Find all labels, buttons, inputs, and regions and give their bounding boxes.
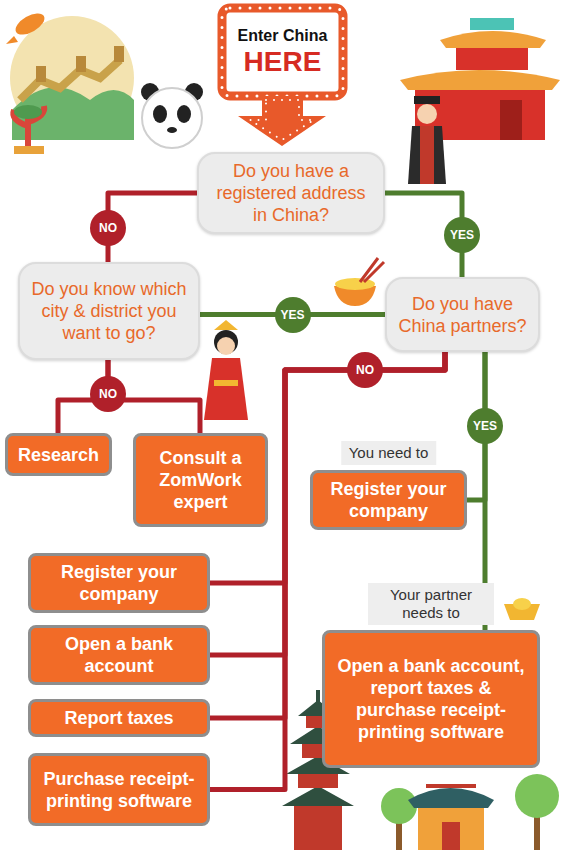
- temple-roof: [440, 31, 546, 48]
- edge-label-badge: NO: [347, 352, 383, 388]
- noodles: [335, 278, 375, 290]
- crown: [214, 320, 238, 330]
- process-box: Register your company: [28, 553, 210, 613]
- panda-eye: [153, 105, 167, 123]
- panda-head: [142, 88, 202, 148]
- process-box: Consult a ZomWork expert: [133, 433, 268, 527]
- sign-frame: [222, 8, 343, 96]
- step-text: Register your company: [321, 478, 456, 522]
- pagoda-base: [294, 806, 342, 850]
- hat: [414, 96, 440, 104]
- decision-box: Do you have China partners?: [385, 277, 540, 352]
- step-heading: You need to: [341, 441, 437, 465]
- great-wall: [20, 60, 120, 100]
- koi-fish: [12, 9, 48, 39]
- decision-box: Do you know which city & district you wa…: [18, 262, 200, 360]
- step-text: Register your company: [39, 561, 199, 605]
- tree: [515, 774, 559, 818]
- sign-text: HERE: [244, 46, 322, 78]
- process-box: You need toRegister your company: [310, 470, 467, 530]
- step-text: Consult a ZomWork expert: [144, 447, 257, 513]
- wall-tower: [36, 66, 46, 82]
- process-box: Open a bank account: [28, 625, 210, 685]
- wall-tower: [114, 46, 124, 62]
- temple-wall: [456, 48, 528, 70]
- question-text: Do you know which city & district you wa…: [30, 278, 188, 344]
- decision-box: Do you have a registered address in Chin…: [197, 152, 385, 234]
- chopsticks: [360, 258, 384, 282]
- edge-label-badge: YES: [275, 297, 311, 333]
- step-text: Purchase receipt-printing software: [39, 768, 199, 812]
- temple-top: [470, 18, 514, 30]
- pagoda-tier: [298, 774, 338, 788]
- step-text: Research: [18, 444, 99, 466]
- sign-text: Enter China: [238, 26, 328, 46]
- edge-label-badge: YES: [467, 408, 503, 444]
- step-text: Report taxes: [64, 707, 173, 729]
- bonsai-pot: [14, 146, 44, 154]
- face: [217, 337, 235, 355]
- ingot-top: [513, 598, 531, 610]
- hair: [214, 330, 238, 354]
- bonsai: [13, 106, 44, 148]
- robe-band: [420, 126, 434, 184]
- edge-label-badge: NO: [90, 210, 126, 246]
- panda-nose: [167, 127, 177, 133]
- wall-tower: [76, 56, 86, 72]
- belt: [214, 380, 238, 386]
- robe: [408, 126, 446, 184]
- house-roof: [408, 788, 494, 808]
- sign-arrow: [238, 96, 326, 146]
- process-box: Research: [5, 433, 112, 476]
- edge-label-badge: YES: [444, 217, 480, 253]
- house-wall: [418, 808, 484, 850]
- edge-label-badge: NO: [90, 376, 126, 412]
- face: [417, 104, 437, 124]
- temple-door: [500, 100, 522, 140]
- koi-tail: [6, 36, 18, 44]
- house-beam: [426, 784, 476, 788]
- question-text: Do you have a registered address in Chin…: [209, 160, 373, 226]
- arrow-bulbs: [250, 100, 314, 140]
- step-text: Open a bank account: [39, 633, 199, 677]
- dress: [204, 358, 248, 420]
- temple-roof: [400, 70, 560, 90]
- process-box: Purchase receipt-printing software: [28, 753, 210, 826]
- sign-board: Enter ChinaHERE: [230, 16, 335, 88]
- process-box: Your partner needs toOpen a bank account…: [322, 630, 540, 768]
- bonsai-leaves: [14, 105, 42, 119]
- process-box: Report taxes: [28, 699, 210, 737]
- tree-trunk: [396, 820, 402, 850]
- tree-trunk: [534, 815, 540, 850]
- sign-bulbs: [222, 8, 343, 96]
- step-text: Open a bank account, report taxes & purc…: [333, 655, 529, 743]
- panda-eye: [177, 105, 191, 123]
- tree: [381, 788, 417, 824]
- step-heading: Your partner needs to: [368, 583, 494, 625]
- house-door: [442, 822, 460, 850]
- question-text: Do you have China partners?: [397, 293, 528, 337]
